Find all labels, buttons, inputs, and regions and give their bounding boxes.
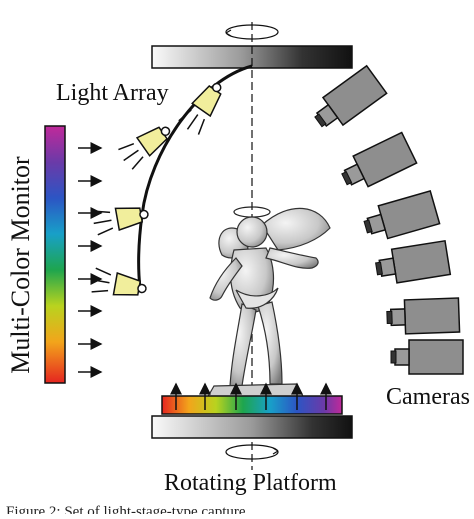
caption-text: Figure 2: Set of light-stage-type captur… xyxy=(6,504,261,514)
cameras-label: Cameras xyxy=(386,384,470,410)
monitor-label: Multi-Color Monitor xyxy=(4,140,38,390)
light-fixture xyxy=(178,82,222,135)
monitor-arrows xyxy=(78,142,103,378)
multi-color-monitor xyxy=(44,125,66,384)
caption-fragment: Figure 2: Set of light-stage-type captur… xyxy=(0,500,474,514)
camera xyxy=(386,297,461,335)
camera xyxy=(390,339,464,375)
camera xyxy=(341,131,418,188)
cherub-statue xyxy=(204,206,331,401)
light-fixture xyxy=(118,126,171,170)
bottom-rail xyxy=(151,415,353,460)
light-fixture xyxy=(93,207,149,236)
platform-color-bar xyxy=(161,395,343,415)
platform-arrows xyxy=(170,382,332,410)
light-array-label: Light Array xyxy=(56,80,169,106)
camera xyxy=(314,64,388,128)
platform-label: Rotating Platform xyxy=(164,470,337,496)
camera xyxy=(363,190,441,240)
monitor-label-text: Multi-Color Monitor xyxy=(6,156,35,374)
camera xyxy=(375,239,452,284)
